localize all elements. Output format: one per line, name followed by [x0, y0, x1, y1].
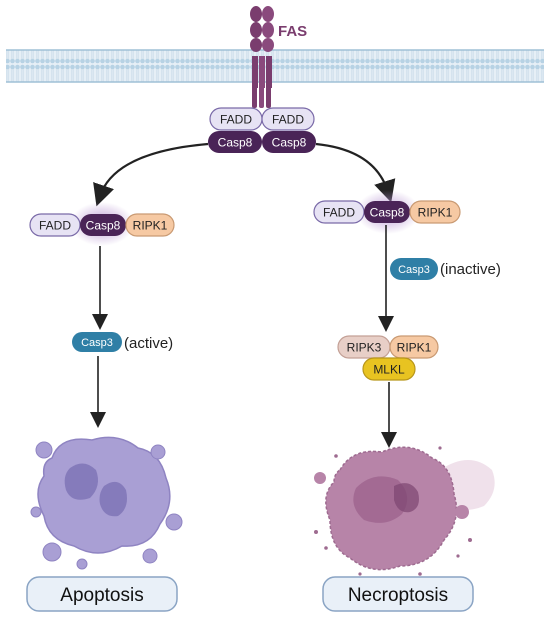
casp8-node: [80, 214, 126, 236]
apoptotic-cell-icon: [30, 436, 183, 570]
necroptosis-fadd-label: FADD: [323, 206, 355, 220]
apoptosis-fadd-label: FADD: [39, 219, 71, 233]
ripk1-node: [125, 213, 175, 237]
fadd-right-label: FADD: [272, 113, 304, 127]
casp3-active-label: (active): [124, 335, 173, 352]
necroptosis-complex: FADD Casp8 RIPK1: [313, 190, 461, 234]
ripk3-label: RIPK3: [347, 341, 382, 355]
fadd-left-label: FADD: [220, 113, 252, 127]
casp8-node: [262, 131, 316, 153]
casp8-right-label: Casp8: [272, 136, 307, 150]
apoptosis-casp3-label: Casp3: [81, 337, 113, 349]
apoptosis-outcome-label: Apoptosis: [60, 585, 143, 606]
casp3-inactive-label: (inactive): [440, 261, 501, 278]
mlkl-label: MLKL: [373, 363, 405, 377]
ripk1-node: [409, 200, 461, 224]
fas-receptor-icon: [250, 6, 274, 108]
arrow-to-necroptosis-branch: [315, 142, 396, 203]
necrotic-cell-icon: [314, 446, 495, 576]
cell-membrane: [6, 49, 544, 83]
ripk1-node: [389, 335, 439, 359]
arrow-to-apoptosis-branch: [93, 142, 209, 207]
apoptosis-complex: FADD Casp8 RIPK1: [29, 202, 175, 246]
apoptosis-outcome-box: [26, 576, 178, 612]
casp8-left-label: Casp8: [218, 136, 253, 150]
casp3-node: [390, 258, 438, 280]
necroptosis-ripk1-label: RIPK1: [418, 206, 453, 220]
casp3-node: [72, 332, 122, 352]
fas-label: FAS: [278, 23, 307, 40]
casp8-node: [364, 201, 410, 223]
apoptosis-casp8-label: Casp8: [86, 219, 121, 233]
mlkl-node: [362, 357, 416, 381]
necroptosis-outcome-label: Necroptosis: [348, 585, 448, 606]
disc-complex: FADD FADD Casp8 Casp8: [208, 107, 316, 153]
apoptosis-ripk1-label: RIPK1: [133, 219, 168, 233]
necroptosis-casp3-label: Casp3: [398, 264, 430, 276]
necroptosis-outcome-box: [322, 576, 474, 612]
fadd-node: [261, 107, 315, 131]
necrosome-complex: RIPK3 RIPK1 MLKL: [337, 335, 439, 381]
necrosome-ripk1-label: RIPK1: [397, 341, 432, 355]
necroptosis-casp8-label: Casp8: [370, 206, 405, 220]
casp8-node: [208, 131, 262, 153]
